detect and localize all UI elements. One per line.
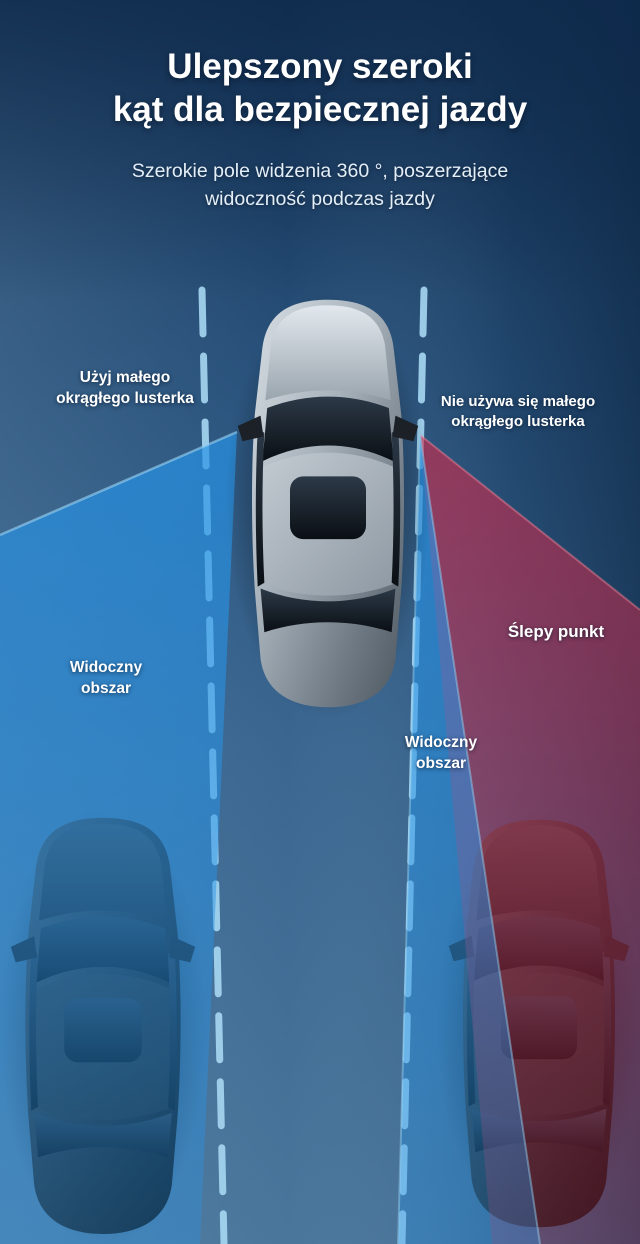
top-vignette <box>0 0 640 300</box>
page-title: Ulepszony szeroki kąt dla bezpiecznej ja… <box>112 47 528 129</box>
car-right-mirror <box>392 415 419 442</box>
center-car-image <box>225 290 431 720</box>
car-hood <box>265 305 391 401</box>
car-right-side-glass <box>391 428 401 587</box>
page-subtitle: Szerokie pole widzenia 360 °, poszerzają… <box>131 160 509 210</box>
visible-area-cone-left <box>0 432 237 1244</box>
car-sunroof <box>290 476 366 540</box>
blind-spot-label: Ślepy punkt <box>507 622 605 641</box>
visible-area-right-label: Widoczny obszar <box>404 734 478 772</box>
car-rear-window <box>260 588 396 633</box>
visible-area-cone-right <box>398 435 540 1244</box>
car-left-side-glass <box>255 428 265 587</box>
visible-area-cone-right-edge-b <box>419 434 541 1244</box>
visible-area-left-label: Widoczny obszar <box>69 659 143 697</box>
left-mirror-label: Użyj małego okrągłego lusterka <box>56 369 194 407</box>
car-left-mirror <box>237 415 264 442</box>
right-mirror-label: Nie używa się małego okrągłego lusterka <box>440 393 596 431</box>
car-windshield <box>262 396 394 462</box>
visible-area-cone-left-edge <box>0 430 238 537</box>
blind-spot-cone-edge <box>419 434 640 611</box>
